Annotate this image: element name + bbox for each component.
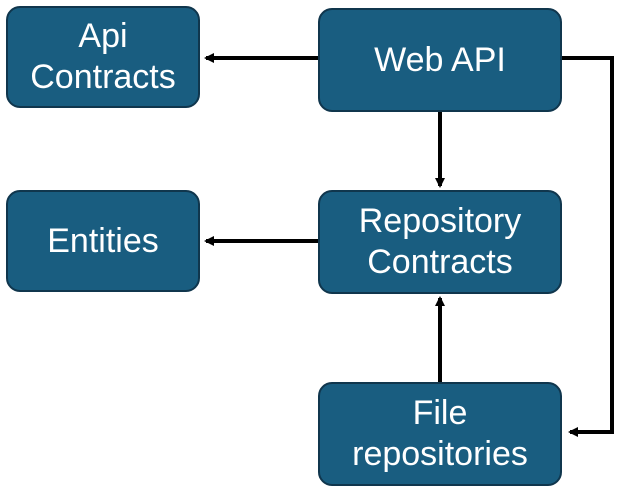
file-repositories-label-line2: repositories — [352, 435, 528, 473]
entities-label: Entities — [47, 221, 159, 260]
api-contracts-node[interactable]: Api Contracts — [6, 6, 200, 108]
web-api-label: Web API — [374, 40, 506, 79]
repository-contracts-node[interactable]: Repository Contracts — [318, 190, 562, 294]
web-api-node[interactable]: Web API — [318, 8, 562, 112]
entities-node[interactable]: Entities — [6, 190, 200, 292]
repository-contracts-label-line2: Contracts — [367, 243, 513, 281]
repository-contracts-label-line1: Repository — [358, 202, 522, 241]
api-contracts-label-line2: Contracts — [30, 58, 176, 96]
api-contracts-label-line1: Api — [78, 17, 128, 56]
file-repositories-node[interactable]: File repositories — [318, 382, 562, 486]
arrow-webapi-to-filerepositories — [562, 56, 614, 437]
file-repositories-label-line1: File — [412, 394, 468, 433]
